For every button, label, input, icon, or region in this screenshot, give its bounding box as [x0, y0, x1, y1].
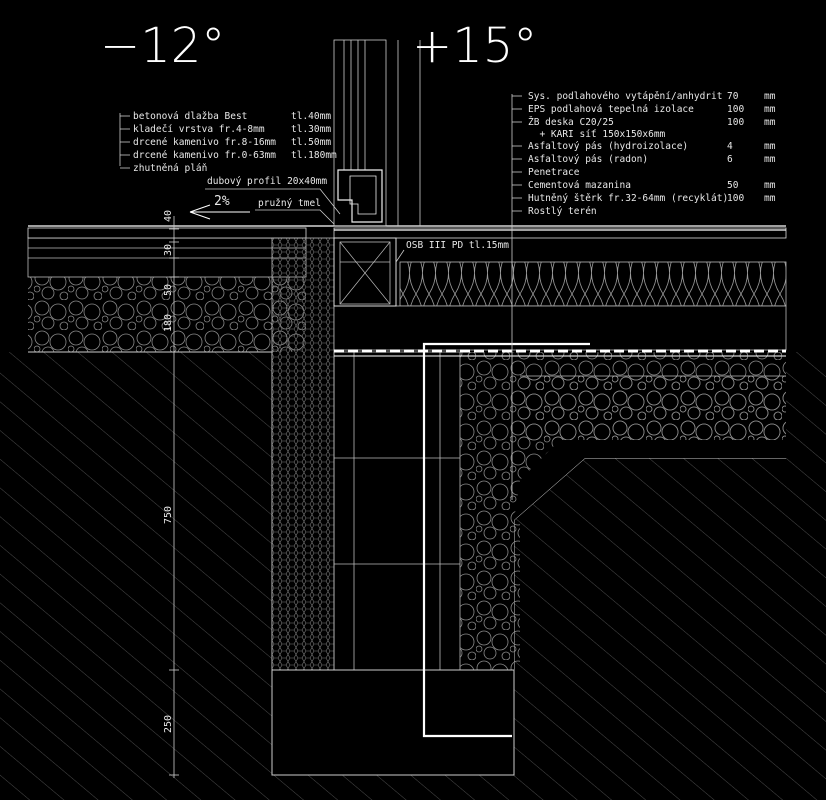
right-layer-name: ŽB deska C20/25 — [528, 116, 614, 128]
slope-label: 2% — [214, 194, 230, 209]
right-layer-unit: mm — [764, 141, 776, 152]
outside-temperature: −12° — [100, 18, 225, 74]
floor-heating-layer — [333, 227, 787, 239]
osb-box — [333, 237, 397, 307]
eps-insulation-layer — [399, 261, 787, 307]
right-layer-unit: mm — [764, 104, 776, 115]
left-layer-name: drcené kamenivo fr.0-63mm — [133, 150, 276, 161]
right-layer-unit: mm — [764, 180, 776, 191]
right-layer-value: 4 — [727, 141, 733, 152]
right-layer-value: 50 — [727, 180, 739, 191]
right-layer-name: Hutněný štěrk fr.32-64mm (recyklát) — [528, 193, 728, 204]
right-layer-value: 6 — [727, 154, 733, 165]
left-layer-thickness: tl.50mm — [291, 137, 331, 148]
right-layer-value: 70 — [727, 91, 739, 102]
left-layer-thickness: tl.40mm — [291, 111, 331, 122]
right-layer-unit: mm — [764, 154, 776, 165]
right-layer-value: 100 — [727, 117, 744, 128]
exterior-gravel-layer — [28, 277, 306, 352]
right-layer-value: 100 — [727, 193, 744, 204]
perimeter-insulation — [271, 237, 335, 671]
osb-callout: OSB III PD tl.15mm — [406, 240, 509, 251]
dimension-label: 30 — [163, 244, 174, 256]
right-layer-name: Rostlý terén — [528, 206, 597, 217]
left-layer-name: kladečí vrstva fr.4-8mm — [133, 124, 265, 135]
right-layer-name: Penetrace — [528, 167, 580, 178]
window-frame — [333, 39, 421, 227]
left-layer-name: zhutněná pláň — [133, 163, 207, 174]
right-layer-name: Asfaltový pás (radon) — [528, 154, 648, 165]
right-layer-list: Sys. podlahového vytápění/anhydrit 70 mm… — [512, 91, 776, 217]
right-layer-name: Cementová mazanina — [528, 180, 631, 191]
exterior-bedding-layer — [27, 237, 307, 278]
left-layer-list: betonová dlažba Best tl.40mm kladečí vrs… — [120, 111, 337, 174]
right-layer-name: + KARI síť 150x150x6mm — [528, 129, 666, 140]
oak-profile-callout: dubový profil 20x40mm — [207, 176, 327, 187]
right-layer-unit: mm — [764, 91, 776, 102]
left-layer-thickness: tl.30mm — [291, 124, 331, 135]
inside-temperature: +15° — [412, 18, 537, 74]
dimension-label: 40 — [163, 210, 174, 222]
rebar — [422, 342, 590, 738]
dimension-label: 750 — [163, 506, 174, 524]
sealant-callout: pružný tmel — [258, 198, 321, 209]
right-layer-unit: mm — [764, 193, 776, 204]
right-layer-value: 100 — [727, 104, 744, 115]
left-layer-name: drcené kamenivo fr.8-16mm — [133, 137, 276, 148]
exterior-paving-layer — [27, 227, 307, 239]
dimension-label: 250 — [163, 715, 174, 733]
right-layer-unit: mm — [764, 117, 776, 128]
right-layer-name: Sys. podlahového vytápění/anhydrit — [528, 91, 722, 102]
dimension-label: 50 — [163, 284, 174, 296]
left-layer-name: betonová dlažba Best — [133, 111, 247, 122]
right-layer-name: EPS podlahová tepelná izolace — [528, 104, 694, 115]
left-layer-thickness: tl.180mm — [291, 150, 337, 161]
concrete-slab — [333, 305, 787, 351]
right-layer-name: Asfaltový pás (hydroizolace) — [528, 141, 688, 152]
dimension-label: 180 — [163, 314, 174, 332]
strip-footing — [271, 669, 515, 776]
